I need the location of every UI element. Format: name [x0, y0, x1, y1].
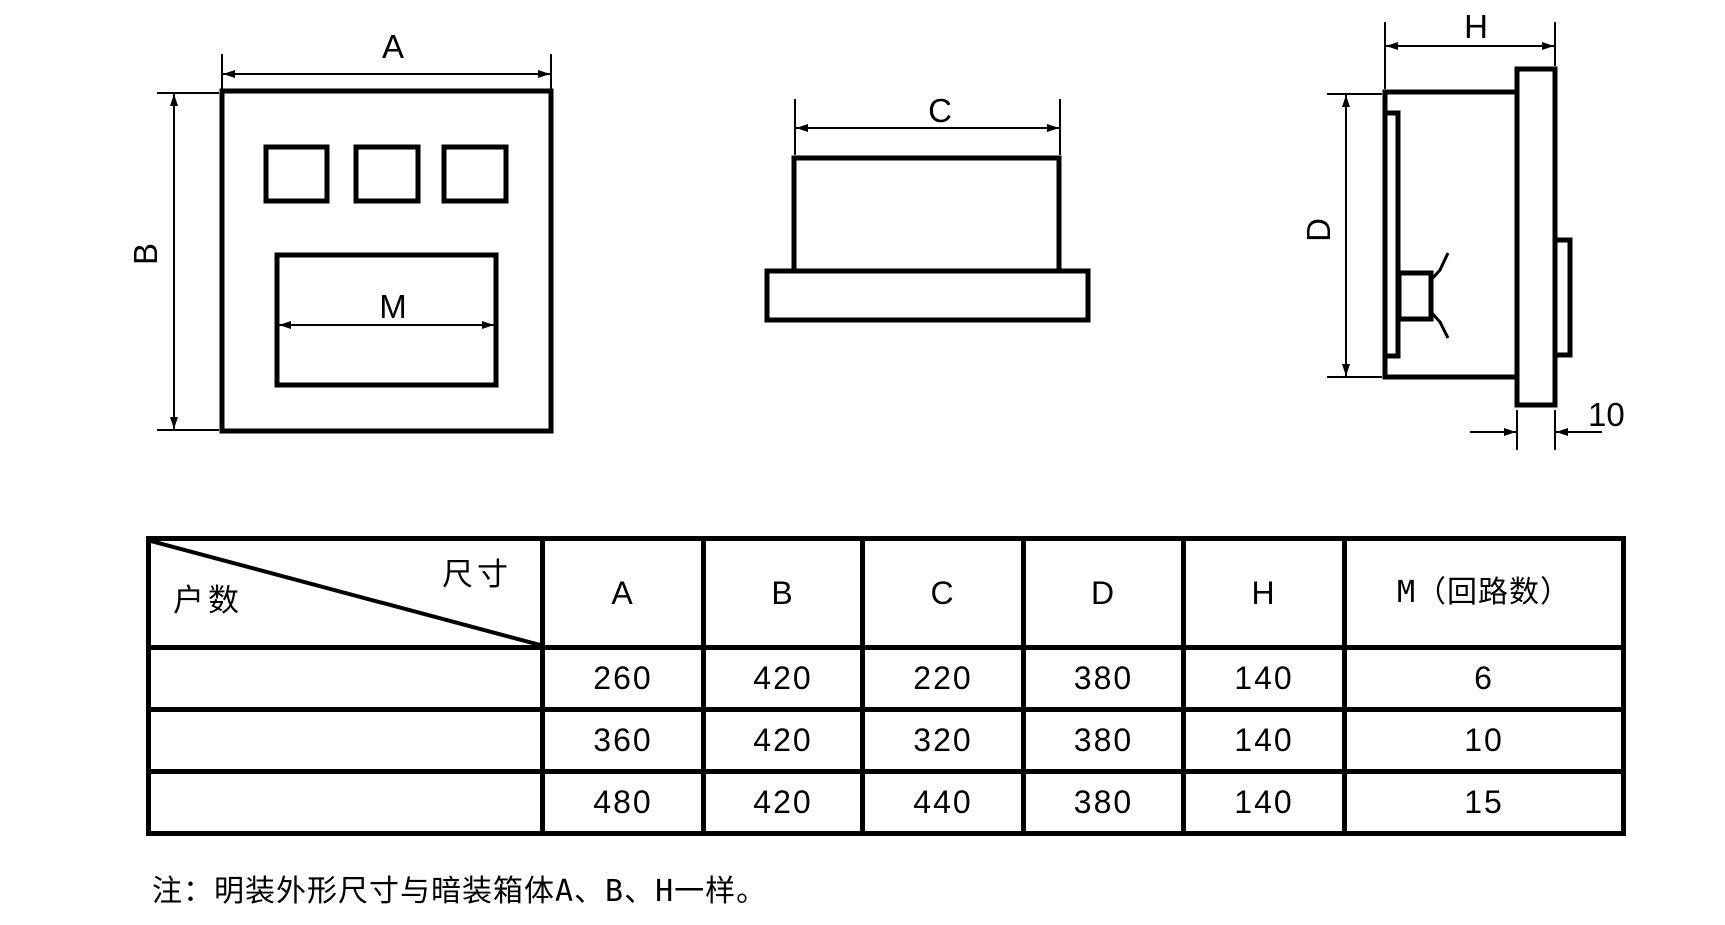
- inner-plate: [1382, 110, 1401, 359]
- header-households-label: 户数: [173, 583, 243, 619]
- cell-m: 10: [1342, 707, 1626, 774]
- cell-m: 15: [1342, 769, 1626, 836]
- side-view-box: [1382, 89, 1520, 380]
- label-10: 10: [1588, 396, 1625, 433]
- header-c: C: [860, 536, 1026, 650]
- cell-b: 420: [701, 707, 865, 774]
- table-row: 260 420 220 380 140 6: [146, 645, 1626, 712]
- top-view: C: [764, 92, 1091, 323]
- cell-a: 260: [540, 645, 706, 712]
- label-d: D: [1300, 218, 1337, 242]
- cell-a: 480: [540, 769, 706, 836]
- door-handle: [1552, 237, 1573, 358]
- dimension-drawings: A B M C H D: [127, 8, 1625, 450]
- table-row: 360 420 320 380 140 10: [146, 707, 1626, 774]
- label-b: B: [127, 243, 164, 265]
- header-h: H: [1181, 536, 1347, 650]
- label-m: M: [379, 288, 407, 325]
- header-b: B: [701, 536, 865, 650]
- cell-d: 380: [1021, 707, 1186, 774]
- cell-d: 380: [1021, 645, 1186, 712]
- label-c: C: [928, 92, 952, 129]
- header-size-label: 尺寸: [442, 557, 512, 593]
- cell-m: 6: [1342, 645, 1626, 712]
- table-row: 480 420 440 380 140 15: [146, 769, 1626, 836]
- label-h: H: [1464, 8, 1488, 45]
- top-view-flange: [764, 268, 1091, 323]
- cell-h: 140: [1181, 707, 1347, 774]
- cell-a: 360: [540, 707, 706, 774]
- cell-h: 140: [1181, 769, 1347, 836]
- footnote: 注：明装外形尺寸与暗装箱体A、B、H一样。: [152, 874, 768, 909]
- side-view: H D 10: [1300, 8, 1625, 450]
- cell-h: 140: [1181, 645, 1347, 712]
- cell-b: 420: [701, 645, 865, 712]
- front-view: A B M: [127, 28, 554, 434]
- header-a: A: [540, 536, 706, 650]
- breaker-window: [274, 252, 499, 388]
- cell-c: 440: [860, 769, 1026, 836]
- header-m: M（回路数）: [1342, 536, 1626, 650]
- top-view-body: [791, 155, 1062, 274]
- diagonal-header-cell: 尺寸 户数: [146, 536, 545, 650]
- breaker-clip-icon: [1429, 310, 1450, 339]
- dimension-table: 尺寸 户数 A B C D H M（回路数） 260 420 220 380 1…: [146, 536, 1626, 836]
- label-a: A: [382, 28, 404, 65]
- meter-window-2: [353, 144, 421, 204]
- cell-d: 380: [1021, 769, 1186, 836]
- meter-window-1: [263, 144, 330, 204]
- meter-window-3: [441, 144, 509, 204]
- cell-c: 220: [860, 645, 1026, 712]
- diagonal-divider: [151, 541, 540, 645]
- din-rail-breaker: [1396, 270, 1434, 322]
- cell-households: [146, 707, 545, 774]
- cell-b: 420: [701, 769, 865, 836]
- cell-households: [146, 769, 545, 836]
- cell-c: 320: [860, 707, 1026, 774]
- cell-households: [146, 645, 545, 712]
- table-header-row: 尺寸 户数 A B C D H M（回路数）: [146, 536, 1626, 650]
- breaker-clip-icon: [1429, 252, 1450, 282]
- door-frame: [1514, 66, 1558, 408]
- header-d: D: [1021, 536, 1186, 650]
